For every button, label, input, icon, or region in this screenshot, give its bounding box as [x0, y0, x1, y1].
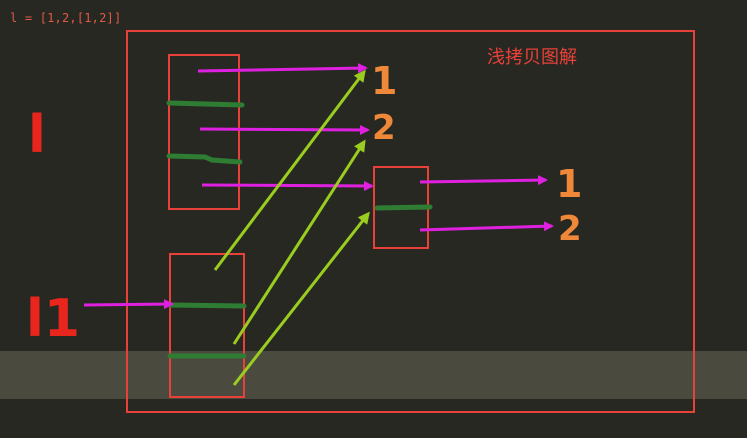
- outer-frame: [126, 30, 695, 413]
- code-line: l = [1,2,[1,2]]: [10, 11, 122, 25]
- inner-list-divider: [374, 204, 433, 211]
- value-outer-1: 2: [372, 108, 396, 148]
- diagram-title: 浅拷贝图解: [487, 47, 577, 68]
- value-inner-0: 1: [556, 162, 582, 206]
- copy-arrow-l1-1-to-value-2: [232, 139, 366, 345]
- list-l1-divider-1: [167, 302, 247, 309]
- value-inner-1: 2: [558, 209, 582, 249]
- copy-arrow-l1-0-to-value-1: [213, 69, 366, 271]
- arrow-label-l1-to-list: [83, 299, 174, 310]
- list-l-divider-1: [166, 100, 245, 108]
- label-copy-list: l1: [26, 289, 80, 349]
- list-l-box: [168, 54, 240, 210]
- arrow-inner0-to-value-1: [419, 175, 548, 186]
- arrow-l2-to-inner-list: [201, 180, 374, 191]
- list-l1-box: [169, 253, 245, 398]
- arrow-l1-to-value-2: [199, 124, 370, 135]
- editor-highlight-band: [0, 351, 747, 399]
- value-outer-0: 1: [371, 59, 397, 103]
- arrow-inner1-to-value-2: [419, 221, 554, 232]
- arrow-l0-to-value-1: [197, 63, 368, 74]
- label-original-list: l: [28, 105, 46, 165]
- list-l-divider-2: [166, 153, 243, 165]
- copy-arrow-l1-2-to-inner-list: [232, 211, 370, 386]
